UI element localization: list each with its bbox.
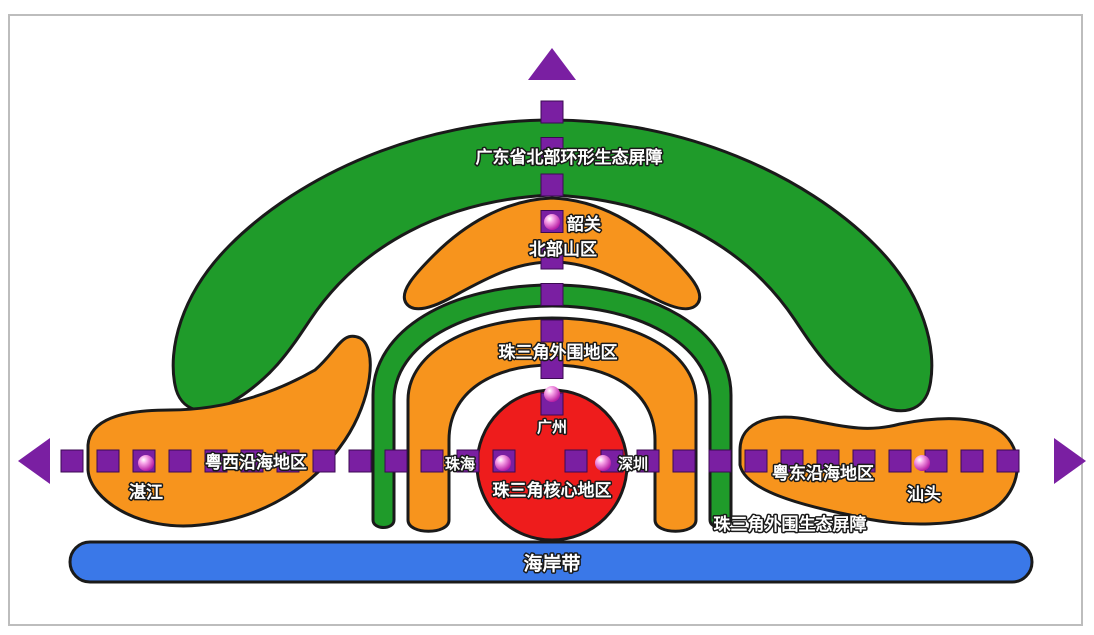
vertical-axis-square (540, 246, 564, 270)
prd-outer-label: 珠三角外围地区 (499, 342, 618, 363)
shenzhen-dot-icon (595, 455, 611, 471)
zhuhai-dot-icon (495, 455, 511, 471)
north-barrier-label: 广东省北部环形生态屏障 (476, 147, 663, 168)
vertical-axis-square (540, 100, 564, 124)
horizontal-axis-square (204, 449, 228, 473)
horizontal-axis-square (636, 449, 660, 473)
horizontal-axis-square (60, 449, 84, 473)
horizontal-axis-square (744, 449, 768, 473)
horizontal-axis-square (564, 449, 588, 473)
prd-outer-region (406, 316, 698, 533)
vertical-axis-square (540, 173, 564, 197)
guangzhou-dot-icon (544, 386, 560, 402)
city-dots (138, 214, 930, 471)
coastal-belt (68, 540, 1034, 584)
horizontal-axis-square (96, 449, 120, 473)
horizontal-axis-square (276, 449, 300, 473)
horizontal-axis-square (960, 449, 984, 473)
east-coast-label: 粤东沿海地区 (772, 463, 874, 484)
vertical-axis-square (540, 283, 564, 306)
shantou-dot-icon (914, 455, 930, 471)
east-arrow-icon (1054, 438, 1086, 484)
zhanjiang-dot-icon (138, 455, 154, 471)
shantou-label: 汕头 (907, 485, 941, 505)
horizontal-axis-square (996, 449, 1020, 473)
shaoguan-label: 韶关 (567, 214, 601, 235)
west-coast-region (86, 334, 372, 528)
north-mountain-label: 北部山区 (529, 239, 597, 260)
west-arrow-icon (18, 438, 50, 484)
horizontal-axis-square (348, 449, 372, 473)
horizontal-axis-square (420, 449, 444, 473)
guangzhou-label: 广州 (537, 418, 567, 436)
zhanjiang-label: 湛江 (129, 482, 163, 503)
horizontal-axis-square (888, 449, 912, 473)
shaoguan-dot-icon (544, 214, 560, 230)
horizontal-axis-square (240, 449, 264, 473)
prd-core-label: 珠三角核心地区 (493, 480, 612, 501)
vertical-axis-square (540, 319, 564, 343)
coastal-belt-label: 海岸带 (523, 552, 580, 575)
horizontal-axis-square (456, 449, 480, 473)
vertical-axis-square (540, 137, 564, 160)
horizontal-axis-square (852, 449, 876, 473)
vertical-axis-square (540, 356, 564, 379)
horizontal-axis-square (312, 449, 336, 473)
prd-outer-barrier (371, 283, 733, 529)
zhuhai-label: 珠海 (445, 455, 475, 473)
prd-outer-barrier-label: 珠三角外围生态屏障 (714, 514, 867, 535)
east-coast-region (738, 415, 1019, 526)
north-arrow-icon (528, 48, 576, 80)
west-coast-label: 粤西沿海地区 (205, 452, 307, 473)
horizontal-axis-square (780, 449, 804, 473)
horizontal-axis-square (384, 449, 408, 473)
shenzhen-label: 深圳 (618, 455, 648, 473)
horizontal-axis-square (168, 449, 192, 473)
horizontal-axis-square (708, 449, 732, 473)
horizontal-axis-square (672, 449, 696, 473)
axis-squares (60, 100, 1020, 473)
horizontal-axis-square (816, 449, 840, 473)
